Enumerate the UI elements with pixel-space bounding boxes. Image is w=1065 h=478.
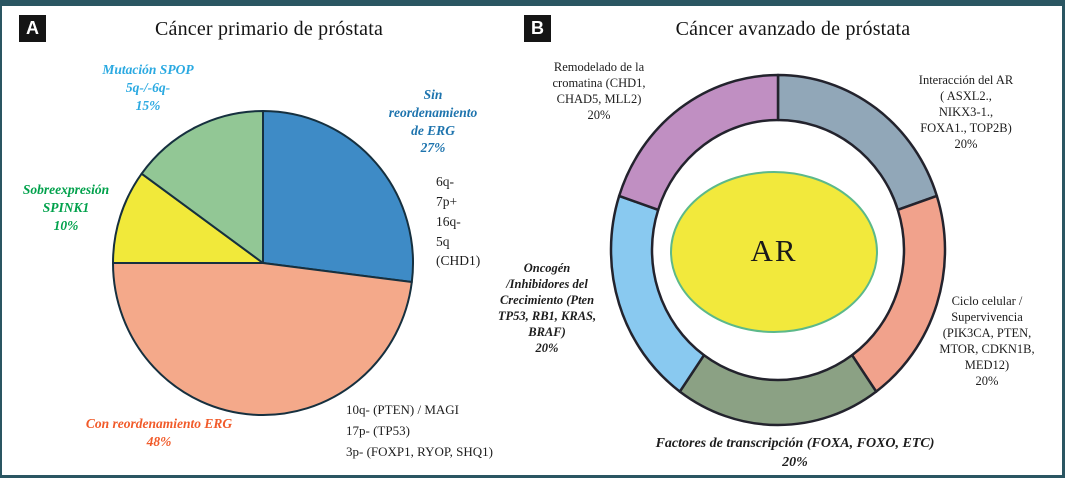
panel-b-title: Cáncer avanzado de próstata (675, 18, 911, 40)
chart-segment (112, 262, 413, 416)
panel-a-badge: A (19, 15, 46, 42)
panel-b-badge: B (524, 15, 551, 42)
label-transcription-factors: Factores de transcripción (FOXA, FOXO, E… (655, 436, 935, 470)
ar-center-ellipse (670, 171, 878, 333)
label-spop-mutation: Mutación SPOP 5q-/-6q- 15% (102, 62, 194, 113)
label-genes-bottom: 10q- (PTEN) / MAGI 17p- (TP53) 3p- (FOXP… (346, 402, 493, 460)
chart-segment (112, 172, 264, 264)
chart-segment (140, 110, 264, 264)
label-spink1-overexpression: Sobreexpresión SPINK1 10% (22, 182, 110, 233)
advanced-prostate-donut-chart (609, 73, 947, 427)
label-cell-cycle-survival: Ciclo celular / Supervivencia (PIK3CA, P… (939, 294, 1035, 388)
primary-prostate-pie-chart (112, 110, 414, 416)
label-oncogene-growth-inhibitors: Oncogén /Inhibidores del Crecimiento (Pt… (497, 261, 597, 355)
chart-segment (262, 110, 414, 284)
chart-segment (678, 353, 878, 427)
panel-a-title: Cáncer primario de próstata (154, 18, 384, 40)
label-chromatin-remodeling: Remodelado de la cromatina (CHD1, CHAD5,… (552, 60, 646, 122)
label-ar-interaction: Interacción del AR ( ASXL2., NIKX3-1., F… (918, 73, 1014, 151)
label-with-erg-rearrangement: Con reordenamiento ERG 48% (85, 416, 233, 449)
donut-center-ar-label: AR (750, 233, 798, 268)
label-genes-right: 6q- 7p+ 16q- 5q (CHD1) (436, 174, 481, 269)
label-no-erg-rearrangement: Sin reordenamiento de ERG 27% (388, 87, 478, 156)
chart-segment (617, 73, 780, 212)
